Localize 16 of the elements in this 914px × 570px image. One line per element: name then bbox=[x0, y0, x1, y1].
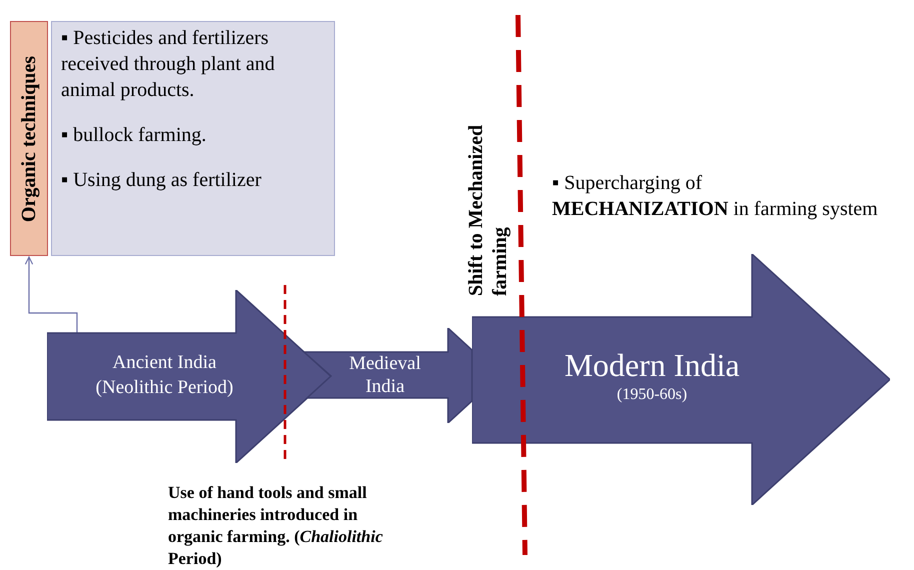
stage-period: (1950-60s) bbox=[616, 385, 688, 405]
stage-label: Ancient India (Neolithic Period) bbox=[94, 351, 234, 400]
category-box bbox=[10, 21, 48, 256]
bullet-text: ▪ Using dung as fertilizer bbox=[61, 168, 262, 193]
bullet-list-box bbox=[51, 21, 335, 256]
stage-label: Medieval India bbox=[348, 352, 422, 398]
bullet-text: ▪ Supercharging of MECHANIZATION in farming system bbox=[552, 171, 879, 222]
arrow-shape bbox=[302, 328, 472, 423]
connector-arrow bbox=[24, 256, 78, 333]
vertical-note: Shift to Mechanized farming bbox=[464, 124, 512, 296]
bullet-text: ▪ Pesticides and fertilizers received through plant and animal products. bbox=[61, 26, 276, 103]
category-label: Organic techniques bbox=[17, 54, 41, 224]
stage-label: Modern India bbox=[563, 346, 741, 384]
note-text: Use of hand tools and small machineries introduced in organic farming. (Chaliolithic Period) bbox=[168, 482, 384, 570]
bullet-text: ▪ bullock farming. bbox=[61, 123, 208, 148]
arrow-shape bbox=[47, 290, 331, 463]
